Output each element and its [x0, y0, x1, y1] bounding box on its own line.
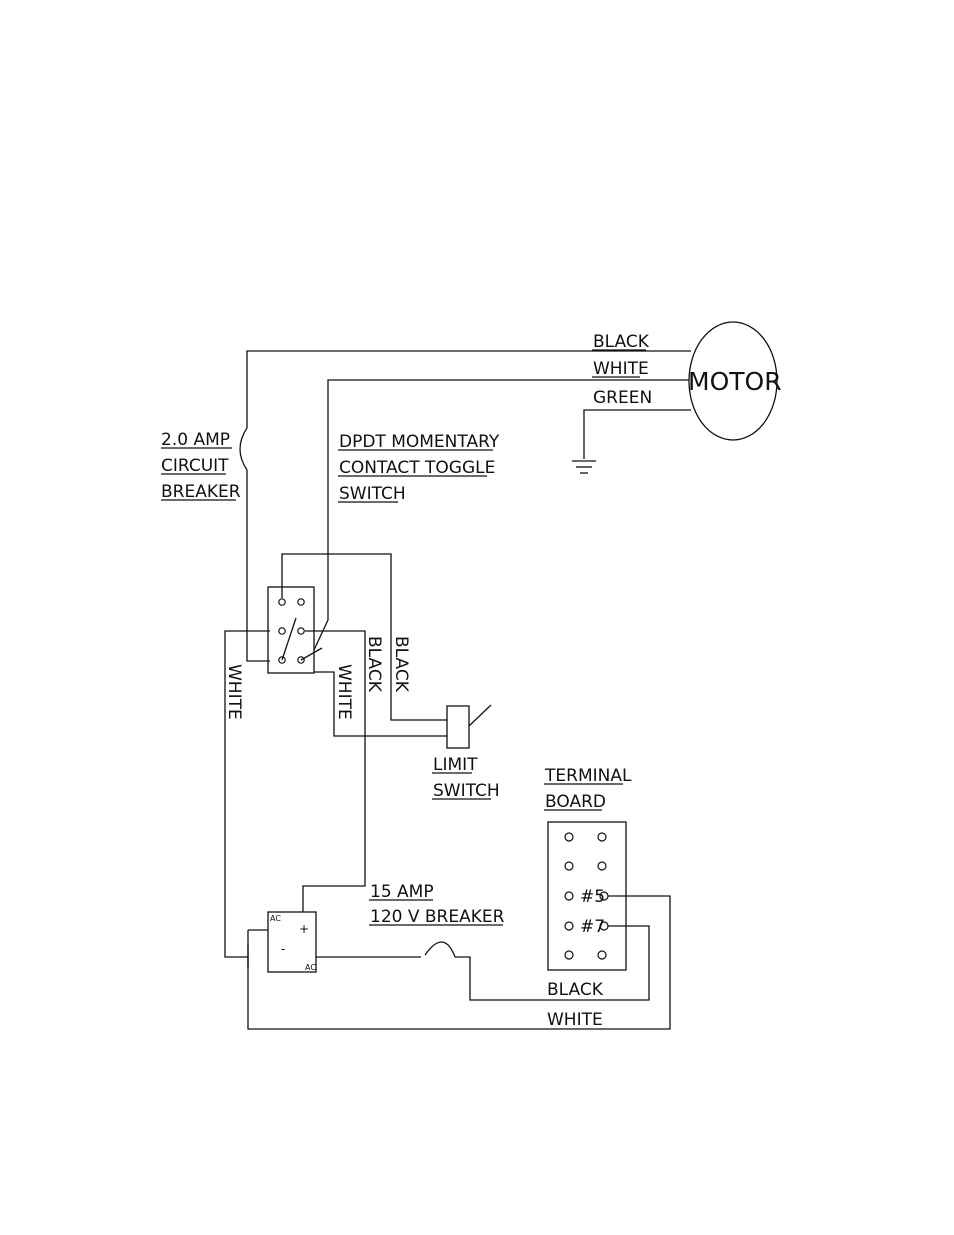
black-wire-to-terminal-7: [455, 925, 650, 1001]
wire-label-white-left: WHITE: [224, 664, 244, 720]
svg-text:LIMIT: LIMIT: [433, 755, 478, 775]
rectifier-minus: -: [281, 942, 285, 956]
black-wire-to-switch: [246, 470, 270, 662]
svg-text:TERMINAL: TERMINAL: [544, 766, 632, 786]
circuit-breaker-2a-symbol: [239, 427, 248, 471]
svg-text:CONTACT TOGGLE: CONTACT TOGGLE: [339, 458, 495, 478]
svg-text:15 AMP: 15 AMP: [370, 882, 434, 902]
svg-text:BREAKER: BREAKER: [161, 482, 241, 502]
black-wire-motor: [246, 350, 691, 428]
svg-text:SWITCH: SWITCH: [433, 781, 500, 801]
white-wire-to-limit: [314, 671, 447, 737]
wire-label-white-mid: WHITE: [334, 664, 354, 720]
circuit-breaker-2a-label: 2.0 AMP CIRCUIT BREAKER: [161, 430, 241, 502]
toggle-switch-label: DPDT MOMENTARY CONTACT TOGGLE SWITCH: [338, 432, 500, 504]
svg-text:2.0 AMP: 2.0 AMP: [161, 430, 230, 450]
svg-text:CIRCUIT: CIRCUIT: [161, 456, 229, 476]
rectifier-ac-bottom: AC: [305, 963, 316, 972]
svg-text:BOARD: BOARD: [545, 792, 606, 812]
motor-wire-white-label: WHITE: [593, 359, 649, 379]
white-wire-to-terminal-5: [247, 895, 671, 1030]
terminal-7-label: #7: [580, 917, 605, 937]
rectifier: AC AC + -: [267, 911, 317, 973]
motor-wire-green-label: GREEN: [593, 388, 652, 408]
rectifier-ac-top: AC: [270, 914, 281, 923]
green-wire-ground: [583, 409, 691, 459]
wire-label-black-mid: BLACK: [364, 636, 384, 693]
bottom-wire-white-label: WHITE: [547, 1010, 603, 1030]
limit-switch: [446, 704, 492, 749]
breaker-15a-symbol: [424, 941, 456, 958]
white-wire-motor: [327, 379, 689, 586]
breaker-15a-label: 15 AMP 120 V BREAKER: [369, 882, 505, 927]
svg-text:120 V BREAKER: 120 V BREAKER: [370, 907, 505, 927]
terminal-board: #5 #7: [547, 821, 627, 971]
svg-text:DPDT MOMENTARY: DPDT MOMENTARY: [339, 432, 500, 452]
bottom-wire-black-label: BLACK: [547, 980, 604, 1000]
rectifier-plus: +: [299, 922, 309, 936]
dpdt-toggle-switch: [267, 586, 323, 674]
wire-label-black-right: BLACK: [391, 636, 411, 693]
motor-wire-black-label: BLACK: [593, 332, 650, 352]
ground-symbol-icon: [572, 460, 596, 474]
white-wire-left: [224, 630, 270, 958]
black-wire-mid: [302, 630, 366, 912]
motor: MOTOR: [688, 321, 782, 441]
motor-label: MOTOR: [688, 367, 782, 396]
black-wire-top-to-limit: [281, 553, 447, 721]
svg-text:SWITCH: SWITCH: [339, 484, 406, 504]
terminal-5-label: #5: [580, 887, 605, 907]
limit-switch-label: LIMIT SWITCH: [432, 755, 500, 801]
terminal-board-label: TERMINAL BOARD: [544, 766, 632, 812]
white-wire-switch-entry: [313, 586, 329, 651]
